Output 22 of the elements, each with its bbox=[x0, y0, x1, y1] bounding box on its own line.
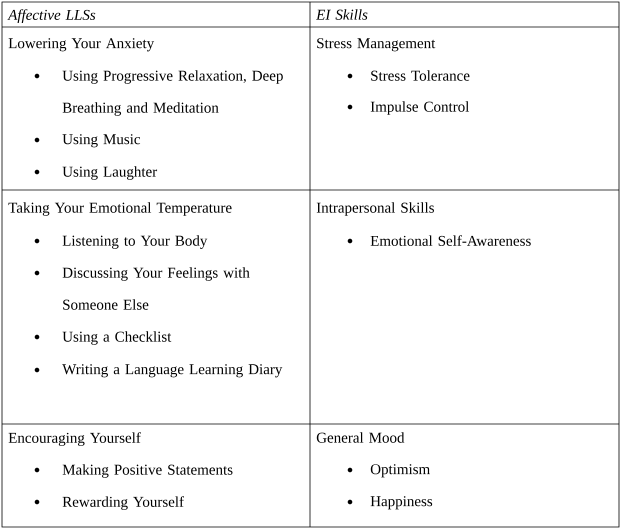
list-item: Emotional Self-Awareness bbox=[370, 235, 531, 246]
row-heading: Encouraging Yourself bbox=[8, 432, 141, 446]
column-header: EI Skills bbox=[316, 9, 368, 20]
list-item: Using Laughter bbox=[62, 166, 158, 180]
list-item: Using Music bbox=[62, 134, 140, 148]
list-item: Discussing Your Feelings with Someone Else bbox=[62, 267, 250, 310]
list-item: Optimism bbox=[370, 464, 430, 478]
list-item: Writing a Language Learning Diary bbox=[62, 364, 282, 378]
row-heading: General Mood bbox=[316, 432, 404, 443]
list-item: Listening to Your Body bbox=[62, 235, 208, 249]
row-heading: Taking Your Emotional Temperature bbox=[8, 202, 232, 216]
list-item: Using a Checklist bbox=[62, 331, 172, 345]
list-item: Rewarding Yourself bbox=[62, 496, 184, 510]
column-header: Affective LLSs bbox=[7, 9, 96, 23]
list-item: Impulse Control bbox=[370, 101, 470, 115]
list-item: Using Progressive Relaxation, Deep Breathing and Meditation bbox=[62, 70, 283, 116]
list-item: Making Positive Statements bbox=[62, 464, 232, 478]
row-heading: Stress Management bbox=[317, 38, 436, 52]
list-item: Stress Tolerance bbox=[371, 70, 470, 81]
row-heading: Lowering Your Anxiety bbox=[8, 38, 154, 52]
row-heading: Intrapersonal Skills bbox=[316, 202, 434, 216]
list-item: Happiness bbox=[370, 496, 432, 510]
